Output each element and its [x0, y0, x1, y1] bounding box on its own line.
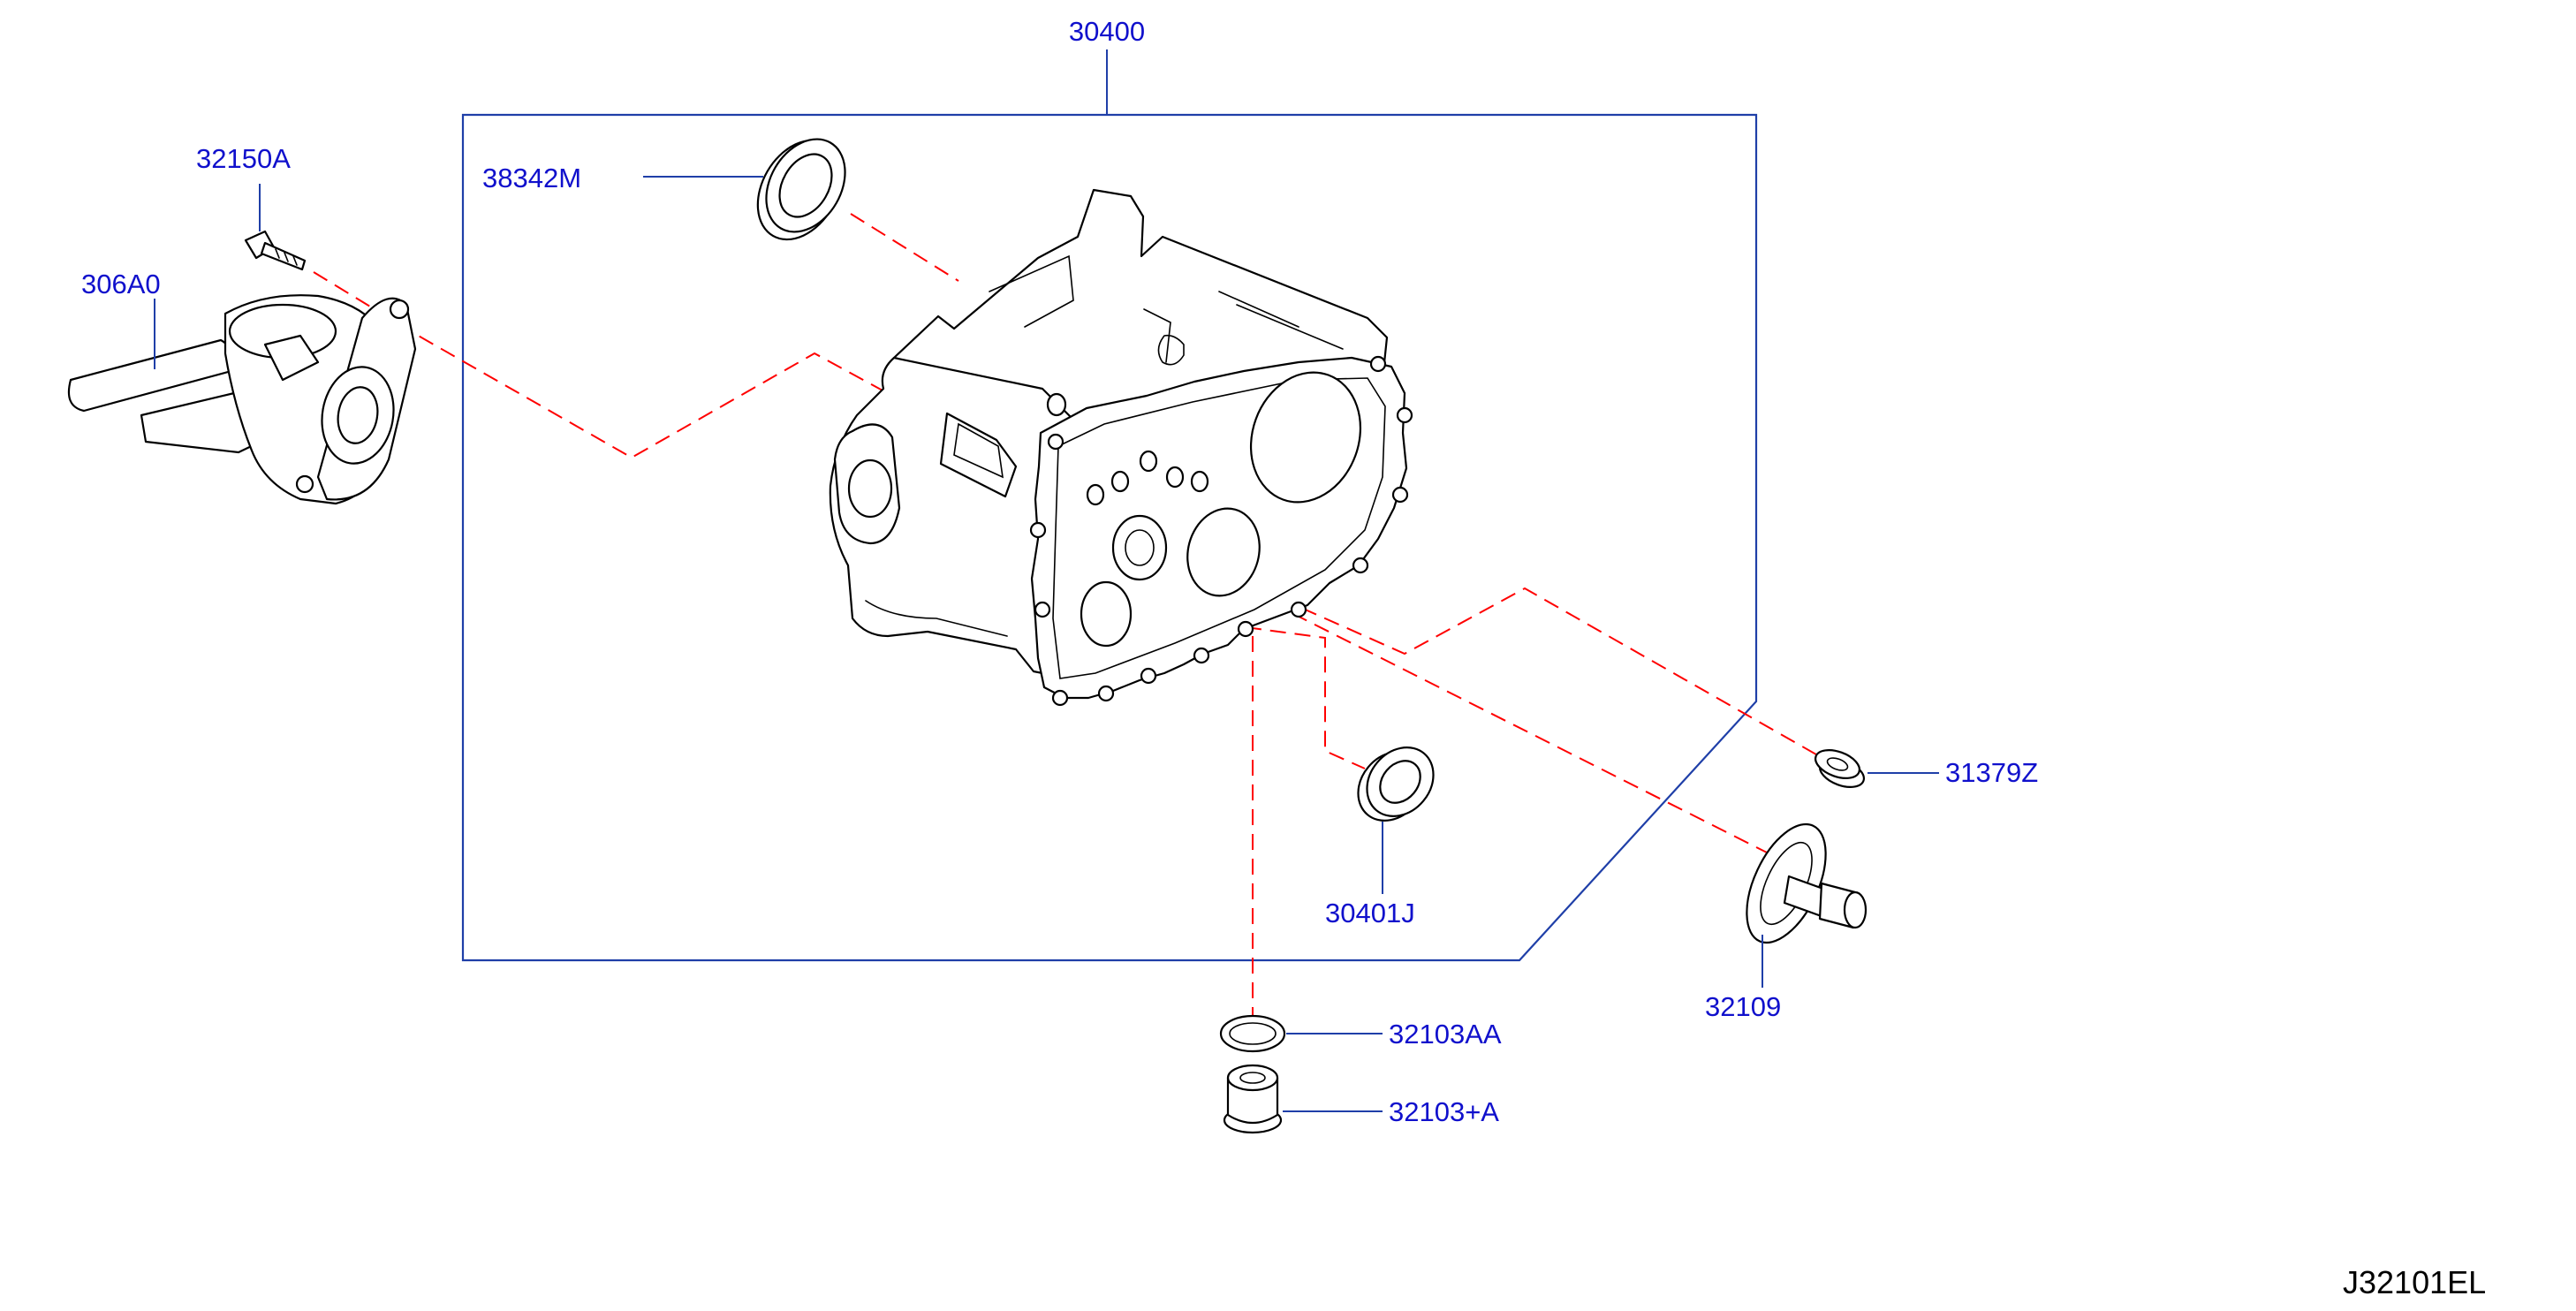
- release-bearing-drawing: [67, 294, 417, 505]
- transmission-case-drawing: [829, 188, 1413, 707]
- oil-seal-drawing: [756, 138, 846, 241]
- drain-plug-drawing: [1223, 1064, 1283, 1134]
- callout-drain-plug: 32103+A: [1389, 1096, 1499, 1127]
- callout-plug-washer: 31379Z: [1945, 757, 2038, 788]
- leader-lines: [154, 176, 1939, 1112]
- callout-oil-seal: 38342M: [482, 163, 581, 193]
- bolt-drawing: [244, 230, 307, 271]
- callout-case-assembly: 30400: [1069, 16, 1145, 47]
- callout-release-bearing: 306A0: [81, 269, 161, 299]
- pivot-drawing: [1746, 822, 1868, 944]
- assembly-boundary: [461, 49, 1758, 962]
- bushing-seal-drawing: [1357, 746, 1435, 822]
- gasket-drawing: [1219, 1014, 1286, 1053]
- callout-bolt: 32150A: [196, 143, 291, 174]
- plug-washer-drawing: [1815, 749, 1865, 788]
- diagram-code: J32101EL: [2343, 1264, 2486, 1300]
- callout-bushing-seal: 30401J: [1325, 898, 1415, 928]
- callout-gasket: 32103AA: [1389, 1019, 1502, 1050]
- callout-pivot: 32109: [1705, 991, 1781, 1022]
